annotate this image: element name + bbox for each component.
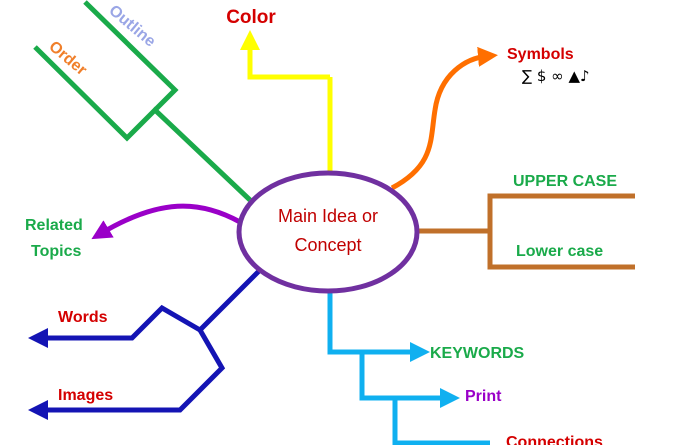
- center-ellipse: [236, 170, 420, 294]
- label-symbol-glyphs: ∑ $ ∞ ▲♪: [522, 67, 590, 85]
- label-order: Order: [45, 38, 89, 79]
- label-connections: Connections: [506, 434, 603, 445]
- color-arrow: [240, 30, 330, 80]
- related-topics-arrow: [91, 203, 242, 240]
- print-arrow: [359, 352, 460, 408]
- images-arrow: [28, 328, 226, 420]
- words-arrow: [28, 304, 202, 348]
- branch-keywords: [327, 290, 490, 445]
- blue-stem: [198, 266, 264, 332]
- label-keywords: KEYWORDS: [430, 345, 525, 362]
- label-lower-case: Lower case: [516, 243, 603, 260]
- label-print: Print: [465, 388, 502, 405]
- label-upper-case: UPPER CASE: [513, 173, 617, 190]
- label-color: Color: [226, 7, 276, 28]
- symbols-arrow: [390, 46, 498, 191]
- label-words: Words: [58, 309, 108, 326]
- keywords-arrow: [327, 290, 430, 362]
- label-topics: Topics: [31, 243, 81, 260]
- center-label-line1: Main Idea or: [278, 206, 378, 226]
- order-line: [33, 45, 252, 202]
- outline-line: [83, 0, 179, 112]
- center-label-line2: Concept: [294, 235, 361, 255]
- label-symbols: Symbols: [507, 46, 574, 63]
- label-related: Related: [25, 217, 83, 234]
- branch-words-images: [28, 266, 264, 420]
- case-bracket: [487, 193, 635, 270]
- branch-case: [418, 193, 635, 270]
- label-images: Images: [58, 387, 113, 404]
- branch-outline-order: [33, 0, 252, 202]
